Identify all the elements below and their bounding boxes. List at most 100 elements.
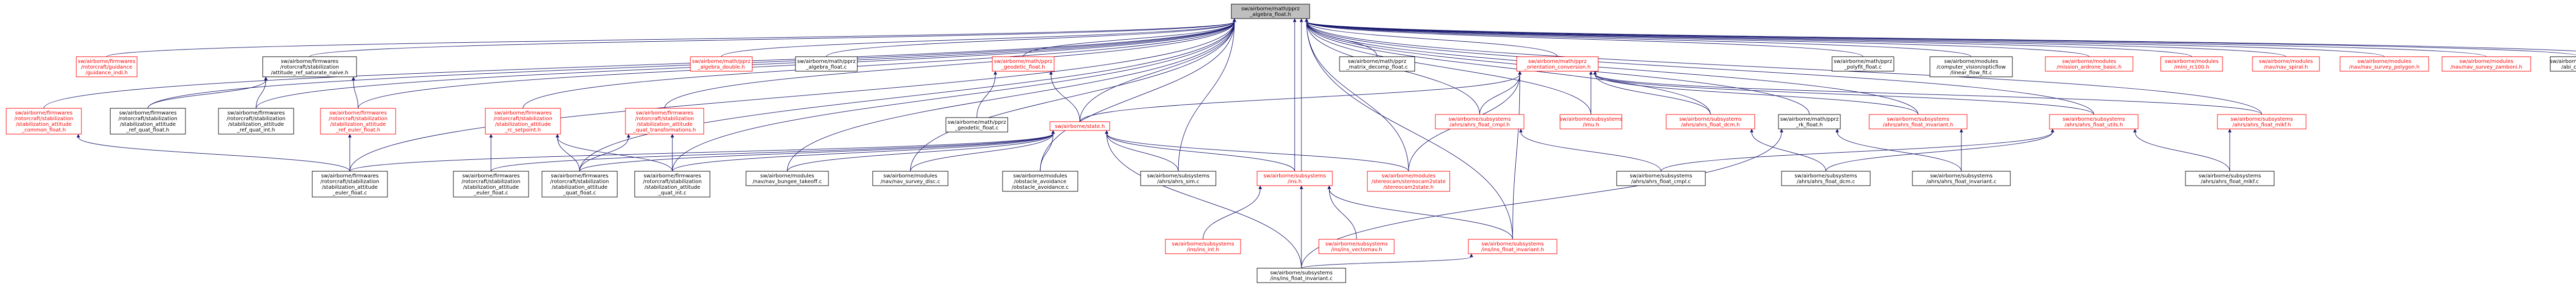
file-node-bungee[interactable]: sw/airborne/modules/nav/nav_bungee_takeo… [745,171,829,186]
file-node-stab-euler-float-c1[interactable]: sw/airborne/firmwares/rotorcraft/stabili… [312,171,388,198]
file-node-label: /stabilization_attitude [120,122,176,127]
file-node-label: /rotorcraft/stabilization [118,116,177,122]
file-node-label: /obstacle_avoidance.c [1012,185,1069,190]
file-node-ins-int[interactable]: sw/airborne/subsystems/ins/ins_int.h [1165,239,1241,254]
file-node-stab-quat-float-c[interactable]: sw/airborne/firmwares/rotorcraft/stabili… [541,171,618,198]
include-edge [787,130,1055,172]
file-node-mini-rc100[interactable]: sw/airborne/modules/mini_rc100.h [2160,56,2223,72]
file-node-root[interactable]: sw/airborne/math/pprz_algebra_float.h [1231,4,1310,19]
include-edge [1304,18,1409,172]
file-node-ref-sat[interactable]: sw/airborne/firmwares/rotorcraft/stabili… [262,56,357,77]
file-node-box [2217,114,2307,129]
file-node-label: _matrix_decomp_float.c [1346,64,1408,70]
include-edge [555,134,580,172]
file-node-stab-common[interactable]: sw/airborne/firmwares/rotorcraft/stabili… [6,108,82,135]
file-node-ahrs-dcm-c[interactable]: sw/airborne/subsystems/ahrs/ahrs_float_d… [1781,171,1871,186]
file-node-state-h[interactable]: sw/airborne/state.h [1049,121,1110,131]
include-edge [309,18,1236,57]
file-node-label: sw/airborne/subsystems [2062,117,2125,122]
include-edge [555,134,673,172]
include-edge [1304,18,2487,57]
file-node-label: /imu.h [1583,122,1599,128]
file-node-label: /rotorcraft/stabilization [14,116,73,122]
file-node-label: sw/airborne/math/pprz [947,120,1006,125]
file-node-geodetic-c[interactable]: sw/airborne/math/pprz_geodetic_float.c [945,117,1008,133]
file-node-box [1468,239,1557,254]
file-node-ref-quat-int-h[interactable]: sw/airborne/firmwares/rotorcraft/stabili… [218,108,294,135]
file-node-label: sw/airborne/subsystems [1325,241,1387,247]
include-edge [1512,71,1522,240]
file-node-label: sw/airborne/subsystems [1560,117,1622,122]
file-node-box [2160,56,2223,72]
file-node-ref-euler-float-h[interactable]: sw/airborne/firmwares/rotorcraft/stabili… [320,108,396,135]
file-node-obstacle[interactable]: sw/airborne/modules/obstacle_avoidance/o… [1002,171,1078,192]
file-node-label: sw/airborne/modules [1013,173,1067,179]
file-node-label: _polyfit_float.c [1844,64,1882,70]
file-node-orient-conv[interactable]: sw/airborne/math/pprz_orientation_conver… [1516,56,1599,72]
file-node-survey-polygon[interactable]: sw/airborne/modules/nav/nav_survey_polyg… [2340,56,2429,72]
file-node-ahrs-utils[interactable]: sw/airborne/subsystems/ahrs/ahrs_float_u… [2049,114,2139,129]
file-node-label: sw/airborne/subsystems [1263,173,1326,179]
file-node-ahrs-mlkf-c[interactable]: sw/airborne/subsystems/ahrs/ahrs_float_m… [2185,171,2275,186]
file-node-label: sw/airborne/math/pprz [692,59,751,64]
file-node-box [2045,56,2133,72]
file-node-label: /nav/nav_survey_polygon.h [2349,64,2420,70]
file-node-label: /stabilization_attitude [552,185,607,190]
file-node-matrix-decomp[interactable]: sw/airborne/math/pprz_matrix_decomp_floa… [1339,56,1415,72]
file-node-ardrone[interactable]: sw/airborne/modules/mission_ardrone_basi… [2045,56,2133,72]
file-node-abi-common[interactable]: sw/airborne/subsystems/abi_common.h [2550,56,2576,72]
file-node-ahrs-cmpl-h[interactable]: sw/airborne/subsystems/ahrs/ahrs_float_c… [1435,114,1524,129]
file-node-label: /rotorcraft/stabilization [462,179,520,185]
file-node-ins-float-inv-h[interactable]: sw/airborne/subsystems/ins/ins_float_inv… [1468,239,1557,254]
file-node-stereocam[interactable]: sw/airborne/modules/stereocam/stereocam2… [1367,171,1450,192]
file-node-ahrs-inv-h[interactable]: sw/airborne/subsystems/ahrs/ahrs_float_i… [1869,114,1968,129]
file-node-label: _rc_setpoint.h [504,127,541,133]
file-node-survey-zamboni[interactable]: sw/airborne/modules/nav/nav_survey_zambo… [2442,56,2531,72]
file-node-alg-float-c[interactable]: sw/airborne/math/pprz_algebra_float.c [795,56,858,72]
file-node-label: /ahrs/ahrs_float_utils.h [2064,122,2123,128]
file-node-label: sw/airborne/firmwares [462,173,520,179]
file-node-box [1666,114,1755,129]
file-node-label: _ref_euler_float.h [335,127,380,133]
file-node-box [6,108,82,135]
file-node-quat-transf[interactable]: sw/airborne/firmwares/rotorcraft/stabili… [625,108,704,135]
file-node-ahrs-inv-c[interactable]: sw/airborne/subsystems/ahrs/ahrs_float_i… [1912,171,2011,186]
file-node-opticflow[interactable]: sw/airborne/modules/computer_vision/opti… [1929,56,2013,77]
file-node-ref-quat-float-h[interactable]: sw/airborne/firmwares/rotorcraft/stabili… [110,108,186,135]
file-node-rc-setpoint[interactable]: sw/airborne/firmwares/rotorcraft/stabili… [485,108,561,135]
include-edge [1105,130,1295,172]
file-node-ahrs-cmpl-c[interactable]: sw/airborne/subsystems/ahrs/ahrs_float_c… [1616,171,1706,186]
file-node-ins-float-inv-c[interactable]: sw/airborne/subsystems/ins/ins_float_inv… [1257,268,1346,283]
file-node-ins-h[interactable]: sw/airborne/subsystems/ins.h [1257,171,1333,186]
file-node-label: sw/airborne/firmwares [329,110,387,116]
file-node-label: _quat_transformations.h [633,127,696,133]
file-node-label: sw/airborne/firmwares [321,173,379,179]
file-node-polyfit[interactable]: sw/airborne/math/pprz_polyfit_float.c [1832,56,1894,72]
include-edge [349,130,1055,172]
file-node-stab-euler-float-c2[interactable]: sw/airborne/firmwares/rotorcraft/stabili… [453,171,529,198]
file-node-alg-double[interactable]: sw/airborne/math/pprz_algebra_double.h [690,56,753,72]
file-node-ahrs-mlkf-h[interactable]: sw/airborne/subsystems/ahrs/ahrs_float_m… [2217,114,2307,129]
file-node-stab-quat-int-c[interactable]: sw/airborne/firmwares/rotorcraft/stabili… [634,171,710,198]
file-node-ins-vectornav[interactable]: sw/airborne/subsystems/ins/ins_vectornav… [1318,239,1395,254]
file-node-label: sw/airborne/subsystems [1147,173,1209,179]
file-node-nav-spiral[interactable]: sw/airborne/modules/nav/nav_spiral.h [2252,56,2320,72]
file-node-box [1367,171,1450,192]
file-node-label: sw/airborne/subsystems [1270,270,1332,276]
file-node-label: sw/airborne/firmwares [643,173,701,179]
file-node-geodetic-h[interactable]: sw/airborne/math/pprz_geodetic_float.h [992,56,1055,72]
file-node-box [1778,114,1841,129]
include-edge [1079,18,1236,122]
file-node-ahrs-dcm-h[interactable]: sw/airborne/subsystems/ahrs/ahrs_float_d… [1666,114,1755,129]
include-edge [1304,18,2094,115]
file-node-guid-h[interactable]: sw/airborne/firmwares/rotorcraft/guidanc… [76,56,138,77]
file-node-rk-float[interactable]: sw/airborne/math/pprz_rk_float.h [1778,114,1841,129]
include-edge [579,18,1236,172]
file-node-label: /stabilization_attitude [228,122,284,127]
file-node-survey-disc[interactable]: sw/airborne/modules/nav/nav_survey_disc.… [872,171,948,186]
file-node-box [945,117,1008,133]
file-node-box [76,56,138,77]
file-node-label: sw/airborne/modules [1944,59,1998,64]
file-node-ahrs-sim[interactable]: sw/airborne/subsystems/ahrs/ahrs_sim.c [1140,171,1216,186]
file-node-imu-h[interactable]: sw/airborne/subsystems/imu.h [1560,114,1622,129]
